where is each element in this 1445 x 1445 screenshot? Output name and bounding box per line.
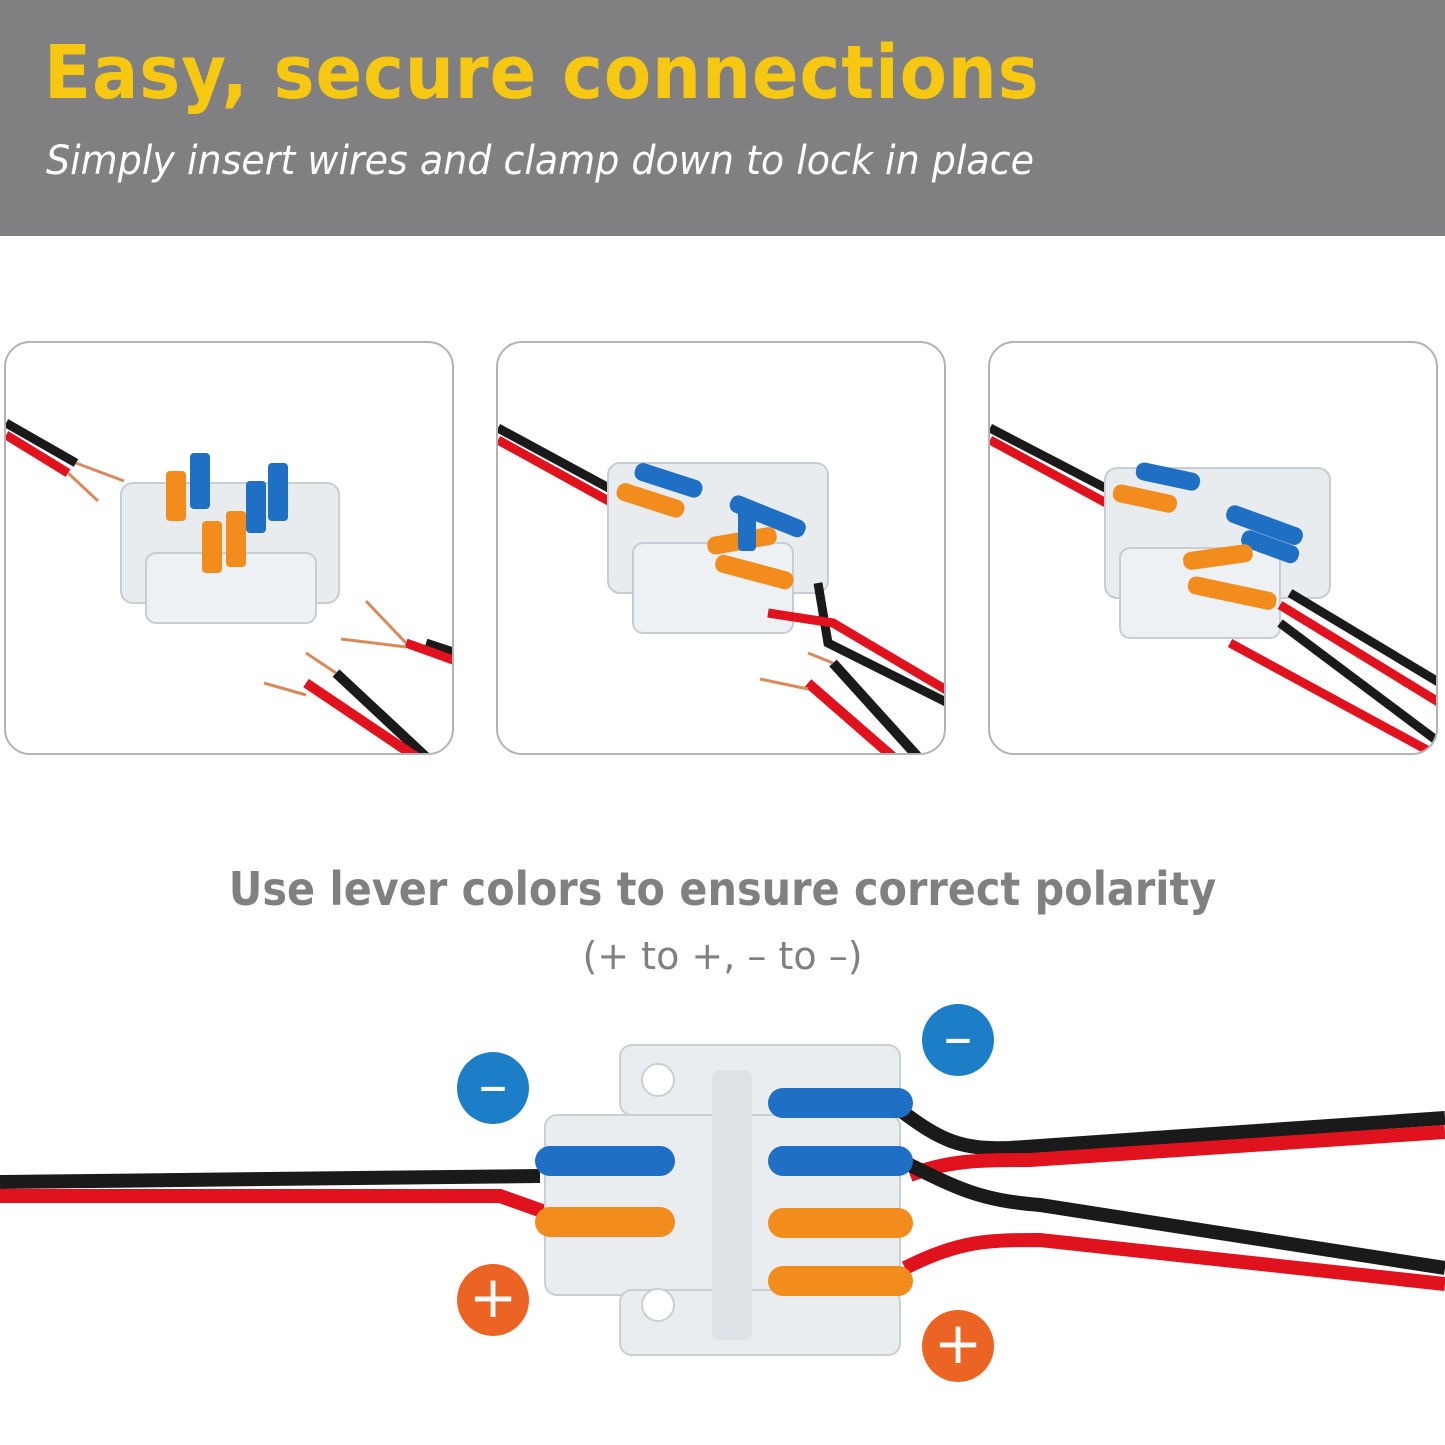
step-1-illustration <box>6 419 452 753</box>
polarity-connector-illustration <box>0 1044 1445 1356</box>
positive-badge-left: + <box>457 1264 529 1336</box>
page-title: Easy, secure connections <box>44 30 1040 116</box>
header-banner: Easy, secure connections Simply insert w… <box>0 0 1445 236</box>
step-2-panel <box>496 341 946 755</box>
positive-badge-right: + <box>922 1310 994 1382</box>
polarity-note: (+ to +, – to –) <box>582 934 863 978</box>
negative-badge-right: – <box>922 1004 994 1076</box>
step-3-panel <box>988 341 1438 755</box>
step-3-illustration <box>990 424 1436 753</box>
negative-badge-left: – <box>457 1052 529 1124</box>
step-1-panel <box>4 341 454 755</box>
step-2-illustration <box>498 424 944 753</box>
polarity-heading: Use lever colors to ensure correct polar… <box>228 862 1217 916</box>
page-subtitle: Simply insert wires and clamp down to lo… <box>46 138 1034 184</box>
